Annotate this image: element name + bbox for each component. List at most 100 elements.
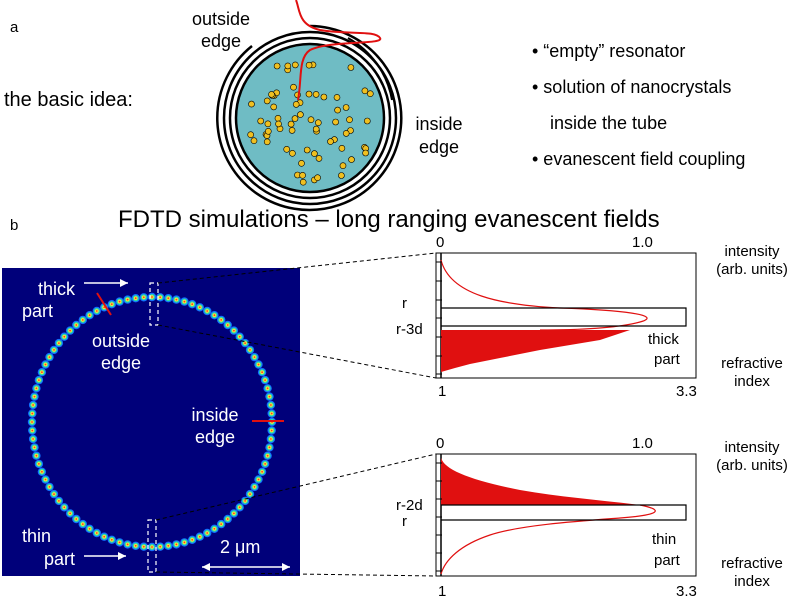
mode-dot — [103, 535, 106, 538]
mode-dot — [264, 379, 266, 381]
nanocrystal-dot — [248, 100, 255, 108]
nanocrystal-dot — [327, 138, 334, 145]
intensity-curve-outside — [440, 259, 648, 331]
mode-dot — [261, 371, 263, 374]
nanocrystal-dot — [363, 117, 371, 125]
mode-dot — [126, 543, 129, 546]
panel-b-letter: b — [10, 217, 19, 234]
thick-part-arrowhead — [120, 279, 128, 287]
mode-dot — [142, 296, 145, 299]
mode-dot — [53, 493, 55, 495]
mode-dot — [151, 546, 153, 548]
nanocrystal-dot — [334, 106, 341, 114]
panel-b-title: FDTD simulations – long ranging evanesce… — [118, 206, 660, 233]
bullet-nanocrystal-solution: • solution of nanocrystals — [532, 77, 732, 97]
bottom-index-tick-0: 1 — [438, 583, 447, 600]
mode-dot — [257, 363, 260, 366]
bullet-evanescent-coupling: • evanescent field coupling — [532, 149, 746, 169]
nanocrystal-dot — [342, 130, 350, 137]
nanocrystal-dot — [338, 172, 345, 179]
nanocrystal-dot — [305, 90, 313, 98]
nanocrystal-dot — [291, 115, 299, 122]
mode-dot — [44, 363, 47, 366]
bottom-part-label-line2: part — [654, 552, 680, 569]
nanocrystal-dot — [268, 91, 275, 98]
mode-dot — [244, 500, 247, 502]
outer-wall-ring-2 — [222, 30, 398, 206]
mode-dot — [183, 541, 186, 544]
mode-dot — [257, 478, 260, 481]
ring-inside-edge-line2: edge — [194, 427, 236, 447]
mode-dot — [206, 310, 209, 312]
mode-dot — [249, 349, 251, 351]
mode-dot — [110, 538, 113, 541]
mode-dot — [249, 493, 251, 495]
mode-dot — [238, 335, 241, 338]
mode-dot — [226, 518, 229, 520]
ring-thin-label-line1: thin — [22, 526, 52, 546]
nanocrystal-dot — [283, 146, 291, 153]
nanocrystal-dot — [263, 138, 271, 146]
nanocrystal-dot — [305, 61, 313, 69]
nanocrystal-dot — [287, 120, 295, 128]
bottom-index-axis-line2: index — [734, 573, 770, 590]
mode-dot — [266, 387, 269, 390]
outer-wall-ring-3 — [216, 24, 403, 212]
mode-dot — [191, 538, 194, 541]
mode-dot — [63, 506, 66, 509]
mode-dot — [75, 324, 78, 326]
nanocrystal-dot — [303, 146, 311, 154]
top-index-axis-line1: refractive — [721, 355, 783, 372]
nanocrystal-dot — [332, 118, 339, 126]
mode-dot — [41, 371, 43, 374]
mode-dot — [31, 412, 34, 415]
mode-dot — [81, 319, 84, 321]
mode-dot — [69, 329, 71, 332]
mode-dot — [35, 387, 38, 390]
mode-dot — [151, 296, 153, 298]
intensity-curve-thin — [440, 504, 656, 575]
top-intensity-axis-line2: (arb. units) — [716, 261, 788, 278]
mode-dot — [167, 297, 170, 300]
mode-dot — [41, 470, 43, 473]
top-part-label-line1: thick — [648, 331, 679, 348]
mode-dot — [198, 535, 201, 538]
mode-dot — [167, 544, 170, 547]
zoom-connectors — [155, 252, 437, 577]
top-y-label-r-3d: r-3d — [396, 321, 423, 338]
nanocrystal-dot — [297, 111, 304, 118]
mode-dot — [75, 518, 78, 520]
zoom-box-bottom — [147, 519, 157, 573]
mode-dot — [244, 342, 247, 344]
plot-thin-part — [435, 453, 697, 577]
mode-dot — [88, 314, 91, 317]
nanocrystal-dot — [250, 137, 258, 144]
mode-dot — [206, 532, 209, 534]
mode-dot — [110, 303, 113, 306]
inside-edge-label-line1: inside — [415, 114, 463, 134]
mode-dot — [198, 306, 201, 309]
nanocrystal-dot — [339, 162, 347, 169]
nanocrystal-dot — [247, 131, 254, 138]
nanocrystal-dot — [366, 90, 374, 97]
nanocrystal-dot — [312, 91, 320, 98]
mode-dot — [126, 298, 129, 301]
ring-thick-label-line2: part — [22, 301, 54, 321]
plot-thick-ticks — [436, 261, 442, 375]
mode-dot — [63, 335, 66, 338]
nanocrystal-dot — [298, 160, 305, 167]
mode-dot — [134, 544, 137, 547]
mode-dot — [44, 478, 47, 481]
plot-thin-ticks — [436, 462, 442, 572]
nanocrystal-dot — [315, 155, 323, 162]
nanocrystal-dot — [274, 115, 282, 122]
mode-dot — [253, 356, 256, 358]
mode-dot — [159, 296, 162, 299]
nanocrystal-dot — [299, 178, 307, 186]
nanocrystal-dot — [284, 62, 292, 70]
mode-dot — [266, 454, 269, 457]
top-intensity-axis-line1: intensity — [724, 243, 780, 260]
nanocrystal-dot — [289, 150, 296, 157]
refractive-index-step — [441, 307, 687, 327]
mode-dot — [183, 300, 186, 303]
